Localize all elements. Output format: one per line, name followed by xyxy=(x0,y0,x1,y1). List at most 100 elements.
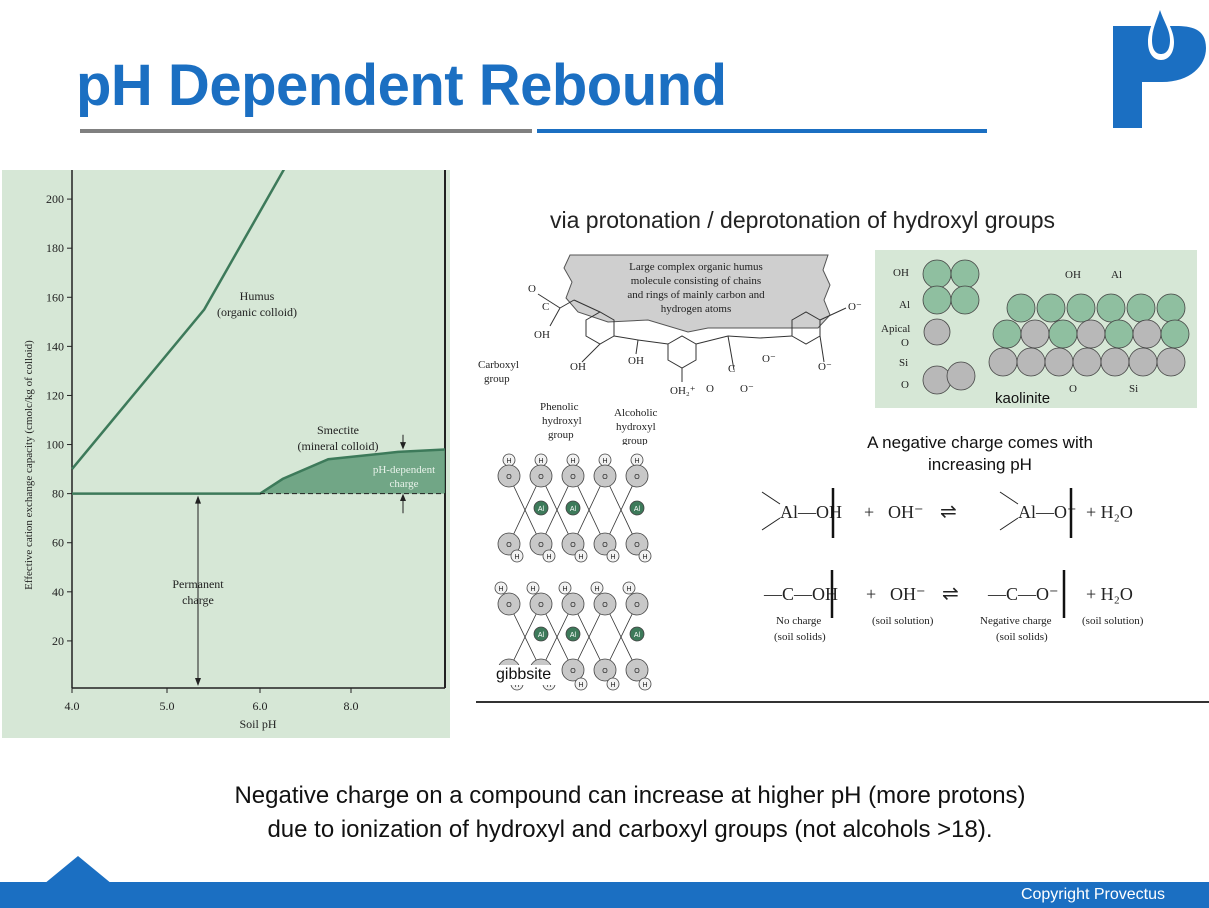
gib-o-bot-3 xyxy=(593,658,617,682)
r1-plus: + xyxy=(864,502,874,522)
gib-al-bot-0 xyxy=(533,626,549,642)
gib-o-top-0-label: O xyxy=(506,474,512,481)
gib-h-bot-4 xyxy=(638,677,652,691)
kao-mid-sphere-3 xyxy=(1076,319,1106,349)
negative-charge-line-2: increasing pH xyxy=(928,455,1032,474)
gib-o-low-1 xyxy=(529,592,553,616)
gib-al-top-2 xyxy=(629,500,645,516)
molecule-text-3: and rings of mainly carbon and xyxy=(627,289,765,301)
gib-h-bot-3-label: H xyxy=(610,682,615,689)
gib-h-mid-2-label: H xyxy=(578,554,583,561)
gib-h-low-3 xyxy=(590,581,604,595)
gib-al-bot-0-label: Al xyxy=(538,632,545,639)
gib-h-bot-2-label: H xyxy=(578,682,583,689)
negative-charge-line-1: A negative charge comes with xyxy=(867,433,1093,452)
o-minus-label-4: O⁻ xyxy=(848,301,862,313)
kao-bot-sphere-1 xyxy=(1016,347,1046,377)
gib-h-top-4-label: H xyxy=(634,458,639,465)
provectus-logo-icon xyxy=(1113,4,1206,128)
gib-o-mid-4-label: O xyxy=(634,542,640,549)
y-tick-label-160: 160 xyxy=(46,290,64,304)
x-tick-label-6.0: 6.0 xyxy=(253,699,268,713)
o-minus-label-3: O⁻ xyxy=(818,361,832,373)
gib-al-bot-2 xyxy=(629,626,645,642)
carboxyl-o-label: O xyxy=(528,283,536,295)
kao-mid-sphere-0 xyxy=(992,319,1022,349)
gib-h-top-2-label: H xyxy=(570,458,575,465)
phenolic-label-3: group xyxy=(548,429,574,441)
kao-bot-sphere-2 xyxy=(1044,347,1074,377)
gib-h-mid-3-label: H xyxy=(610,554,615,561)
carboxyl-label-2: group xyxy=(484,373,510,385)
gib-o-mid-4 xyxy=(625,532,649,556)
gib-h-mid-0-label: H xyxy=(514,554,519,561)
y-tick-label-80: 80 xyxy=(52,487,64,501)
smectite-series-line xyxy=(72,448,446,495)
kao-top-sphere-2 xyxy=(1066,293,1096,323)
ph-arrow-bottom-head xyxy=(400,493,406,501)
gib-o-top-4 xyxy=(625,464,649,488)
kao-mid-sphere-1 xyxy=(1020,319,1050,349)
kaolinite-label: kaolinite xyxy=(995,390,1051,407)
gib-al-bot-2-label: Al xyxy=(634,632,641,639)
carboxyl-label-1: Carboxyl xyxy=(478,359,519,371)
r1-arrow: ⇌ xyxy=(940,501,957,523)
y-tick-label-60: 60 xyxy=(52,536,64,550)
kao-oh-label: OH xyxy=(893,267,909,279)
gib-h-low-0-label: H xyxy=(498,586,503,593)
footer-bar xyxy=(0,882,1209,908)
kao-bot-sphere-4 xyxy=(1100,347,1130,377)
note-negative-charge: Negative charge xyxy=(980,615,1052,627)
kao-o-label-2: O xyxy=(901,379,909,391)
gib-o-top-1-label: O xyxy=(538,474,544,481)
gib-al-top-0 xyxy=(533,500,549,516)
molecule-text-1: Large complex organic humus xyxy=(629,261,763,273)
y-tick-label-40: 40 xyxy=(52,585,64,599)
kao-bot-sphere-3 xyxy=(1072,347,1102,377)
r1-product: + H₂O xyxy=(1086,502,1133,522)
y-tick-label-180: 180 xyxy=(46,241,64,255)
phenolic-oh-label: OH xyxy=(570,361,586,373)
o-minus-label-2: O⁻ xyxy=(762,353,776,365)
gib-h-low-4-label: H xyxy=(626,586,631,593)
x-tick-label-4.0: 4.0 xyxy=(65,699,80,713)
gib-o-mid-0-label: O xyxy=(506,542,512,549)
molecule-text-4: hydrogen atoms xyxy=(661,303,732,315)
humus-annotation-2: (organic colloid) xyxy=(217,305,297,319)
gib-o-low-3 xyxy=(593,592,617,616)
kao-top-sphere-3 xyxy=(1096,293,1126,323)
r2-plus: + xyxy=(866,584,876,604)
kao-top-sphere-1 xyxy=(1036,293,1066,323)
x-axis-label: Soil pH xyxy=(239,717,276,731)
carboxyl-oh-label: OH xyxy=(534,329,550,341)
gib-o-mid-2-label: O xyxy=(570,542,576,549)
kao-o-label-3: O xyxy=(1069,383,1077,395)
kao-left-o-sphere-3 xyxy=(946,361,976,391)
gib-o-mid-2 xyxy=(561,532,585,556)
kao-mid-sphere-5 xyxy=(1132,319,1162,349)
gib-h-low-4 xyxy=(622,581,636,595)
ph-dependent-area xyxy=(260,449,445,494)
note-no-charge: No charge xyxy=(776,615,821,627)
gib-h-low-1 xyxy=(526,581,540,595)
gib-al-top-1 xyxy=(565,500,581,516)
kao-mid-sphere-2 xyxy=(1048,319,1078,349)
permanent-annotation-2: charge xyxy=(182,593,214,607)
gib-al-bot-1 xyxy=(565,626,581,642)
slide-title: pH Dependent Rebound xyxy=(76,53,727,118)
gib-o-low-0-label: O xyxy=(506,602,512,609)
gib-o-bot-3-label: O xyxy=(602,668,608,675)
alcoholic-label-1: Alcoholic xyxy=(614,407,657,419)
gib-bond-a-1 xyxy=(540,475,574,545)
gib-h-mid-1-label: H xyxy=(546,554,551,561)
gib-bond-c-3 xyxy=(604,603,638,671)
kao-left-o-sphere-1 xyxy=(923,318,951,346)
gib-h-top-0-label: H xyxy=(506,458,511,465)
y-tick-label-120: 120 xyxy=(46,388,64,402)
note-soil-solution-1: (soil solution) xyxy=(872,615,934,627)
gib-o-bot-4-label: O xyxy=(634,668,640,675)
reaction-equations: Al—OH + OH⁻ ⇌ Al—O⁻ + H₂O —C—OH + OH⁻ ⇌ … xyxy=(761,488,1144,643)
kao-si-label: Si xyxy=(899,357,908,369)
gib-o-top-4-label: O xyxy=(634,474,640,481)
